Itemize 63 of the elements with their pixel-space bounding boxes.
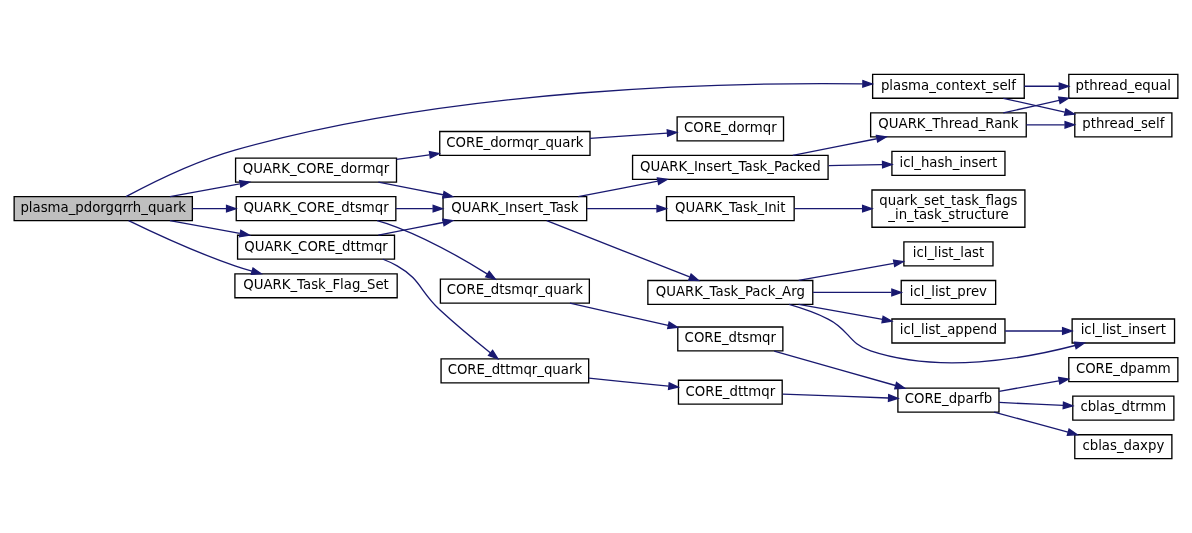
node-box: CORE_dttmqr_quark <box>440 358 590 384</box>
node-box: pthread_self <box>1074 112 1173 138</box>
arrow <box>586 204 669 213</box>
node-box: icl_list_last <box>903 241 994 267</box>
arrow <box>169 179 252 198</box>
arrow <box>569 302 680 330</box>
arrow <box>588 377 681 391</box>
arrow <box>577 177 670 198</box>
node-box: QUARK_Task_Pack_Arg <box>647 279 814 306</box>
arrow <box>1025 120 1077 130</box>
arrow <box>376 220 498 281</box>
node-box: plasma_context_self <box>871 73 1025 99</box>
arrow <box>377 218 455 236</box>
node-box: icl_hash_insert <box>891 150 1006 177</box>
arrow <box>191 204 238 213</box>
arrow <box>793 204 874 213</box>
node-box: plasma_pdorgqrrh_quark <box>13 196 194 222</box>
arrow <box>828 160 894 169</box>
node-box: CORE_dparfb <box>897 387 1000 413</box>
node-box: quark_set_task_flags_in_task_structure <box>871 189 1026 228</box>
arrow <box>382 258 500 360</box>
arrow <box>788 303 1087 364</box>
arrow <box>812 288 904 297</box>
arrow <box>993 411 1080 437</box>
node-box: icl_list_prev <box>900 279 997 306</box>
node-box: QUARK_Insert_Task_Packed <box>631 154 829 181</box>
arrow <box>998 376 1071 393</box>
node-box: CORE_dormqr_quark <box>439 130 591 157</box>
arrow <box>589 128 679 140</box>
node-box: QUARK_Thread_Rank <box>869 112 1027 138</box>
node-box: CORE_dttmqr <box>677 379 783 405</box>
arrow <box>792 134 889 156</box>
arrow <box>798 303 894 324</box>
arrow <box>773 350 907 390</box>
node-box: icl_list_insert <box>1071 318 1176 344</box>
node-box: QUARK_CORE_dttmqr <box>236 234 396 260</box>
node-box: CORE_dtsmqr <box>677 326 784 352</box>
arrow <box>125 79 875 198</box>
arrow <box>395 150 442 160</box>
arrow <box>1023 82 1071 91</box>
node-box: QUARK_Task_Flag_Set <box>234 273 398 299</box>
node-box: QUARK_CORE_dormqr <box>234 157 398 183</box>
arrow <box>998 401 1075 410</box>
node-box: icl_list_append <box>891 318 1006 344</box>
node-box: QUARK_Task_Init <box>665 196 795 222</box>
node-box: QUARK_Insert_Task <box>442 196 588 222</box>
arrow <box>395 204 445 213</box>
arrow <box>377 181 455 199</box>
arrow <box>169 219 252 238</box>
node-box: CORE_dtsmqr_quark <box>439 278 590 304</box>
arrow <box>127 219 264 276</box>
arrow <box>546 220 701 282</box>
node-box: cblas_dtrmm <box>1072 395 1175 421</box>
node-box: CORE_dpamm <box>1068 356 1179 383</box>
node-box: pthread_equal <box>1068 73 1179 99</box>
node-box: QUARK_CORE_dtsmqr <box>235 196 397 222</box>
arrow <box>1002 96 1071 114</box>
arrow <box>782 393 900 403</box>
node-box: cblas_daxpy <box>1074 434 1173 460</box>
arrow <box>1002 97 1077 117</box>
node-box: CORE_dormqr <box>676 116 785 142</box>
arrow <box>798 259 906 282</box>
arrow <box>1004 326 1074 336</box>
